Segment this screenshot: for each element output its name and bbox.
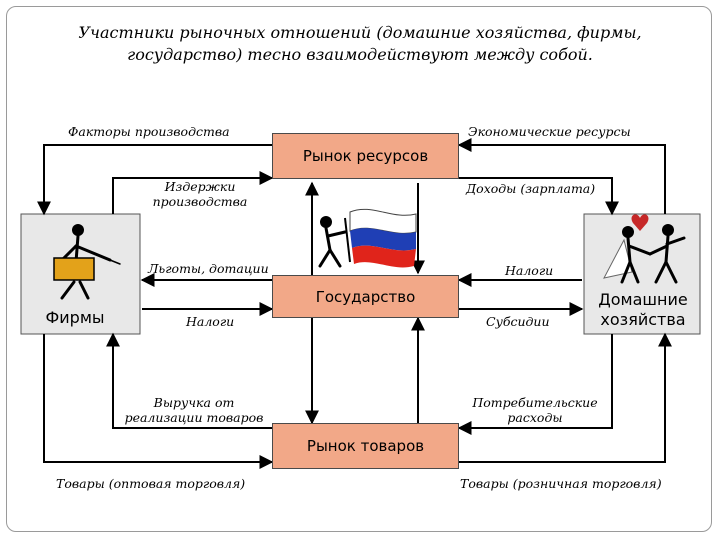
label-benefits: Льготы, дотации (148, 261, 269, 276)
goods-market-label: Рынок товаров (306, 437, 425, 455)
label-revenue-line-1: Выручка от (153, 395, 235, 410)
label-consumer-line-1: Потребительские (472, 395, 598, 410)
households-label: Домашние хозяйства (588, 290, 698, 330)
arrow-income (459, 177, 619, 216)
label-consumer-line-2: расходы (507, 410, 563, 425)
label-costs-line-1: Издержки (164, 179, 236, 194)
label-costs-line-2: производства (152, 194, 248, 209)
label-consumer-spending: Потребительские расходы (460, 395, 610, 425)
resource-market-box: Рынок ресурсов (272, 133, 459, 179)
households-label-line-2: хозяйства (600, 310, 686, 329)
label-goods-wholesale: Товары (оптовая торговля) (56, 476, 246, 491)
label-taxes-firms: Налоги (186, 314, 235, 329)
arrow-costs (112, 171, 274, 214)
title-line-1: Участники рыночных отношений (домашние х… (78, 23, 642, 42)
label-econ-resources: Экономические ресурсы (468, 124, 631, 139)
resource-market-label: Рынок ресурсов (302, 147, 429, 165)
title-line-2: государство) тесно взаимодействуют между… (127, 45, 593, 64)
slide-frame (6, 6, 712, 532)
wedding-couple-icon (603, 214, 686, 284)
label-subsidies: Субсидии (486, 314, 550, 329)
state-label: Государство (315, 288, 416, 306)
label-revenue-line-2: реализации товаров (124, 410, 264, 425)
arrow-factors (37, 144, 272, 216)
goods-market-box: Рынок товаров (272, 423, 459, 469)
label-goods-retail: Товары (розничная торговля) (460, 476, 662, 491)
drummer-figure-icon (53, 224, 121, 300)
state-box: Государство (272, 275, 459, 318)
arrow-goods-wholesale (43, 334, 274, 469)
firms-label: Фирмы (45, 308, 105, 327)
arrow-goods-retail (459, 332, 672, 463)
label-revenue: Выручка от реализации товаров (116, 395, 272, 425)
households-label-line-1: Домашние (598, 290, 688, 309)
label-factors: Факторы производства (68, 124, 230, 139)
flag-bearer-figure-icon (318, 216, 347, 268)
arrow-revenue (106, 332, 272, 429)
households-panel (583, 213, 701, 335)
label-costs: Издержки производства (140, 179, 260, 209)
slide-title: Участники рыночных отношений (домашние х… (40, 22, 680, 66)
arrow-consumer-spending (457, 334, 613, 435)
label-taxes-households: Налоги (505, 263, 554, 278)
label-income: Доходы (зарплата) (466, 181, 596, 196)
russian-flag-icon (344, 208, 417, 268)
arrow-econ-resources (457, 138, 666, 214)
